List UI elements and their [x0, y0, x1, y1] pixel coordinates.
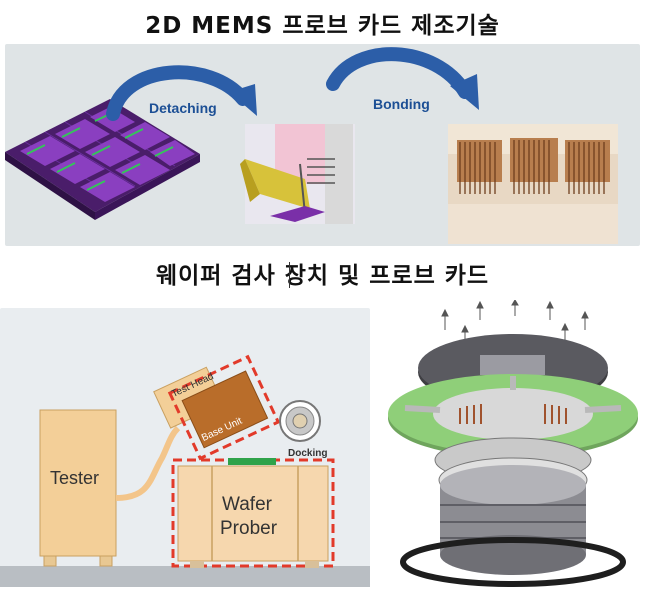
- mems-wafer-image: [5, 99, 200, 220]
- tester-label: Tester: [50, 468, 100, 488]
- section-title: 웨이퍼 검사 장치 및 프로브 카드: [155, 263, 490, 289]
- mems-process-panel: Detaching Bonding: [5, 44, 640, 246]
- test-head-group: [153, 354, 281, 461]
- probe-card-exploded-view: [385, 299, 640, 587]
- probe-card-thumbnail: [279, 400, 321, 442]
- tester-cable: [115, 425, 181, 501]
- bonding-arrow: [326, 47, 479, 110]
- prober-dashed-outline: [171, 458, 335, 568]
- bonded-probe-array-image: [448, 124, 618, 244]
- tester-box: [39, 409, 117, 557]
- text-cursor: [289, 262, 290, 288]
- test-equipment-illustration: [0, 354, 370, 587]
- mems-process-illustration: [5, 47, 618, 244]
- floor: [0, 566, 370, 587]
- wafer-prober-label-line2: Prober: [220, 518, 278, 539]
- probe-pins: [459, 404, 567, 424]
- probe-card-strip: [228, 458, 276, 465]
- probe-placement-image: [240, 124, 355, 224]
- docking-label: Docking: [288, 448, 328, 459]
- test-equipment-panel: Tester Test Head Base Unit Docking Wafer…: [0, 308, 370, 587]
- lift-arrows: [441, 299, 589, 342]
- bonding-label: Bonding: [373, 96, 430, 112]
- detaching-label: Detaching: [149, 100, 217, 116]
- wafer-prober-box: [177, 465, 329, 562]
- wafer-prober-label-line1: Wafer: [222, 494, 272, 515]
- detaching-arrow: [106, 65, 257, 121]
- page-title: 2D MEMS 프로브 카드 제조기술: [145, 13, 500, 39]
